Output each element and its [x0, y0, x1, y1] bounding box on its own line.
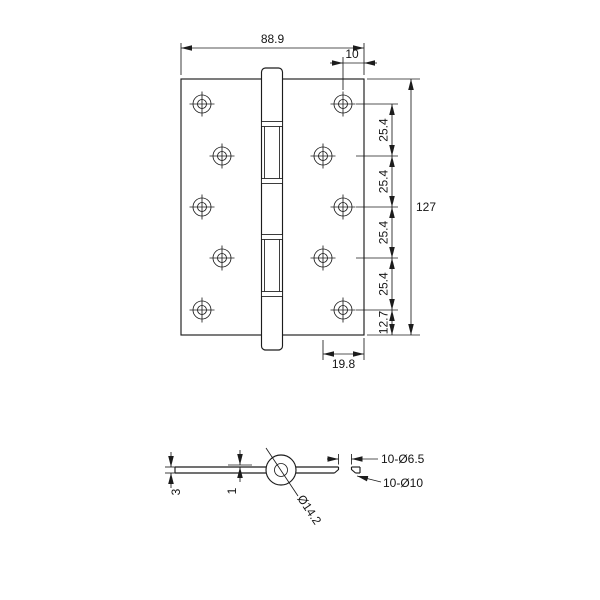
- section-leaf-left: [174, 466, 267, 474]
- dim-gap-label: 1: [225, 487, 239, 494]
- dim-width: 88.9: [180, 32, 365, 75]
- screw-hole: [209, 143, 235, 169]
- bearing-band: [261, 234, 283, 240]
- screw-hole: [330, 194, 356, 220]
- knuckle-barrel: [260, 67, 284, 351]
- front-view: 88.9 10 25.4 25.4 25.4 25.4 12.7: [180, 32, 436, 371]
- dim-hole-inset: 19.8: [322, 338, 365, 371]
- dim-pitch-label-1: 25.4: [377, 118, 391, 142]
- dim-gap: 1: [225, 450, 252, 494]
- leader-line: [356, 475, 382, 483]
- dim-bottom-offset-label: 12.7: [377, 310, 391, 334]
- callout-pilot-holes-label: 10-Ø6.5: [381, 452, 425, 466]
- dim-overall-height: 127: [367, 78, 436, 336]
- screw-hole: [310, 143, 336, 169]
- bearing-band: [261, 178, 283, 184]
- dim-pitch-label-4: 25.4: [377, 272, 391, 296]
- dim-leaf-thickness-label: 3: [169, 488, 183, 495]
- screw-hole: [330, 297, 356, 323]
- countersink-hole-profile-right: [350, 467, 356, 474]
- dim-pitch-label-3: 25.4: [377, 220, 391, 244]
- callout-pilot-holes: 10-Ø6.5: [327, 452, 425, 466]
- callout-countersink-holes-label: 10-Ø10: [383, 476, 423, 490]
- section-view: 3 1 Ø14.2 10-Ø6.5 10-Ø10: [165, 447, 425, 527]
- countersink-hole-profile-left: [334, 467, 340, 474]
- screw-hole: [189, 297, 215, 323]
- pin-section-circle: [274, 463, 288, 477]
- dim-row-pitch-chain: 25.4 25.4 25.4 25.4 12.7: [356, 103, 398, 335]
- dim-edge-offset-label: 10: [345, 47, 359, 61]
- screw-hole: [330, 91, 356, 117]
- section-leaf-right: [295, 466, 361, 474]
- screw-hole: [189, 91, 215, 117]
- screw-hole: [310, 245, 336, 271]
- dim-overall-height-label: 127: [416, 200, 436, 214]
- dim-pitch-label-2: 25.4: [377, 169, 391, 193]
- leader-line: [265, 447, 299, 497]
- dim-width-label: 88.9: [261, 32, 285, 46]
- dim-hole-inset-label: 19.8: [332, 357, 356, 371]
- screw-hole: [189, 194, 215, 220]
- hinge-knuckle: [260, 67, 284, 351]
- dim-leaf-thickness: 3: [165, 452, 183, 495]
- dim-knuckle-diameter-label: Ø14.2: [294, 492, 324, 527]
- bearing-band: [261, 291, 283, 297]
- bearing-band: [261, 121, 283, 127]
- callout-countersink-holes: 10-Ø10: [356, 475, 423, 490]
- screw-hole: [209, 245, 235, 271]
- dim-edge-offset: 10: [330, 47, 377, 90]
